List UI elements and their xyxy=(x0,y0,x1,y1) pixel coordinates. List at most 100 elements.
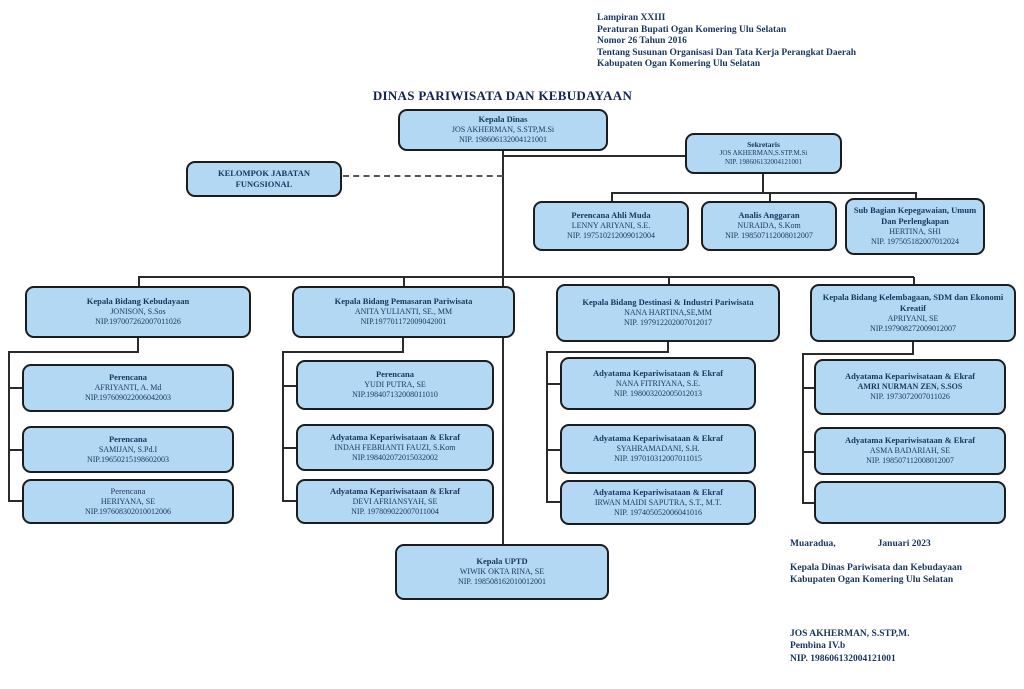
box-title: Kepala Bidang Kebudayaan xyxy=(86,296,190,307)
box-title: Adyatama Kepariwisataan & Ekraf xyxy=(592,433,724,444)
connector-line xyxy=(8,351,10,502)
org-box-perencana-heriyana: Perencana HERIYANA, SE NIP.1976083020100… xyxy=(22,479,234,524)
org-box-perencana-ahli-muda: Perencana Ahli Muda LENNY ARIYANI, S.E. … xyxy=(533,201,689,251)
org-box-analis-anggaran: Analis Anggaran NURAIDA, S.Kom NIP. 1985… xyxy=(701,201,837,251)
connector-line xyxy=(403,277,405,287)
box-nip: NIP.198407132008011010 xyxy=(352,390,438,400)
box-name: LENNY ARIYANI, S.E. xyxy=(571,221,651,231)
connector-line xyxy=(611,192,613,202)
box-name: SYAHRAMADANI, S.H. xyxy=(616,444,700,454)
signature-name: JOS AKHERMAN, S.STP,M. xyxy=(790,629,910,639)
org-box-empty xyxy=(814,481,1006,524)
connector-line xyxy=(282,351,284,501)
box-nip: NIP.197609022006042003 xyxy=(84,393,171,403)
page-title: DINAS PARIWISATA DAN KEBUDAYAAN xyxy=(372,88,633,103)
connector-line xyxy=(667,342,669,353)
header-line: Peraturan Bupati Ogan Komering Ulu Selat… xyxy=(597,24,787,35)
box-name: WIWIK OKTA RINA, SE xyxy=(459,567,545,577)
signature-nip: NIP. 198606132004121001 xyxy=(790,653,896,664)
box-nip: NIP.197908272009012007 xyxy=(869,323,956,333)
box-title: KELOMPOK JABATAN FUNGSIONAL xyxy=(217,168,310,189)
box-nip: NIP. 197405052006041016 xyxy=(613,507,702,517)
box-title: Sekretaris xyxy=(747,139,780,149)
signature-rank: Pembina IV.b xyxy=(790,641,846,652)
header-line: Nomor 26 Tahun 2016 xyxy=(597,36,687,47)
connector-line-dashed xyxy=(343,175,503,177)
signature-org-line: Kabupaten Ogan Komering Ulu Selatan xyxy=(790,575,954,586)
box-title: Adyatama Kepariwisataan & Ekraf xyxy=(329,485,461,496)
box-title: Kepala Bidang Pemasaran Pariwisata xyxy=(334,296,473,307)
signature-place: Muaradua, xyxy=(790,539,836,549)
box-name: JOS AKHERMAN, S.STP,M.Si xyxy=(451,125,555,135)
org-box-adyatama-devi: Adyatama Kepariwisataan & Ekraf DEVI AFR… xyxy=(296,479,494,524)
box-nip: NIP.198402072015032002 xyxy=(351,452,438,462)
box-name: DEVI AFRIANSYAH, SE xyxy=(352,496,438,506)
connector-line xyxy=(611,192,916,194)
connector-line xyxy=(802,451,815,453)
box-title: Kepala Dinas xyxy=(478,114,528,125)
org-box-sekretaris: Sekretaris JOS AKHERMAN,S.STP.M.Si NIP. … xyxy=(685,133,842,174)
box-nip: NIP. 197010312007011015 xyxy=(614,454,702,464)
box-nip: NIP. 198507112008012007 xyxy=(725,231,813,241)
org-box-kepala-uptd: Kepala UPTD WIWIK OKTA RINA, SE NIP. 198… xyxy=(395,544,609,600)
connector-line xyxy=(546,351,548,503)
connector-line xyxy=(915,192,917,199)
box-name: JOS AKHERMAN,S.STP.M.Si xyxy=(719,149,808,158)
box-title: Perencana xyxy=(375,369,415,380)
box-title: Adyatama Kepariwisataan & Ekraf xyxy=(592,367,724,378)
connector-line xyxy=(668,277,670,285)
box-nip: NIP. 197809022007011004 xyxy=(351,506,439,516)
box-title: Perencana Ahli Muda xyxy=(571,210,651,221)
signature-org: Kepala Dinas Pariwisata dan Kebudayaan K… xyxy=(790,562,962,587)
connector-line xyxy=(8,387,23,389)
box-title: Kepala UPTD xyxy=(476,556,528,567)
box-title: Adyatama Kepariwisataan & Ekraf xyxy=(592,486,724,497)
box-nip: NIP. 198003202005012013 xyxy=(613,388,702,398)
box-title: Perencana xyxy=(110,485,146,496)
connector-line xyxy=(138,277,140,287)
connector-line xyxy=(282,500,297,502)
box-title: Adyatama Kepariwisataan & Ekraf xyxy=(844,371,976,382)
org-box-bidang-kebudayaan: Kepala Bidang Kebudayaan JONISON, S.Sos … xyxy=(25,286,251,338)
box-name: IRWAN MAIDI SAPUTRA, S.T., M.T. xyxy=(594,497,722,507)
box-name: SAMIJAN, S.Pd.I xyxy=(98,444,158,454)
box-name: INDAH FEBRIANTI FAUZI, S.Kom xyxy=(334,442,456,452)
box-nip: NIP. 198508162010012001 xyxy=(457,577,546,587)
box-nip: NIP. 198606132004121001 xyxy=(724,158,802,167)
connector-line xyxy=(802,353,914,355)
box-name: JONISON, S.Sos xyxy=(110,307,166,317)
org-box-kelompok-jabatan-fungsional: KELOMPOK JABATAN FUNGSIONAL xyxy=(186,161,342,197)
box-name: HERIYANA, SE xyxy=(100,496,156,506)
org-box-bidang-destinasi: Kepala Bidang Destinasi & Industri Pariw… xyxy=(556,284,780,342)
org-box-adyatama-asma: Adyatama Kepariwisataan & Ekraf ASMA BAD… xyxy=(814,427,1006,475)
org-box-perencana-yudi-putra: Perencana YUDI PUTRA, SE NIP.19840713200… xyxy=(296,360,494,410)
box-title: Adyatama Kepariwisataan & Ekraf xyxy=(844,435,976,446)
connector-line xyxy=(913,277,915,285)
org-box-bidang-kelembagaan: Kepala Bidang Kelembagaan, SDM dan Ekono… xyxy=(810,284,1016,342)
box-title: Kepala Bidang Kelembagaan, SDM dan Ekono… xyxy=(822,291,1004,313)
box-name: YUDI PUTRA, SE xyxy=(364,380,426,390)
org-box-kepala-dinas: Kepala Dinas JOS AKHERMAN, S.STP,M.Si NI… xyxy=(398,109,608,151)
document-header: Lampiran XXIII Peraturan Bupati Ogan Kom… xyxy=(597,13,947,71)
connector-line xyxy=(8,449,23,451)
box-title: Perencana xyxy=(108,433,148,444)
box-nip: NIP. 197912202007012017 xyxy=(623,318,712,328)
connector-line xyxy=(8,351,139,353)
signature-place-date: Muaradua, Januari 2023 xyxy=(790,538,931,550)
box-title: Kepala Bidang Destinasi & Industri Pariw… xyxy=(582,297,754,308)
box-nip: NIP. 198606132004121001 xyxy=(458,135,547,145)
org-box-adyatama-amri: Adyatama Kepariwisataan & Ekraf AMRI NUR… xyxy=(814,359,1006,415)
signature-org-line: Kepala Dinas Pariwisata dan Kebudayaan xyxy=(790,563,963,573)
box-nip: NIP. 1973072007011026 xyxy=(870,392,950,402)
box-name: NANA FITRIYANA, S.E. xyxy=(615,378,701,388)
signature-officer: JOS AKHERMAN, S.STP,M. Pembina IV.b NIP.… xyxy=(790,628,909,665)
box-title: Sub Bagian Kepegawaian, Umum Dan Perleng… xyxy=(853,205,977,227)
box-nip: NIP. 197510212009012004 xyxy=(566,231,655,241)
org-box-bidang-pemasaran: Kepala Bidang Pemasaran Pariwisata ANITA… xyxy=(292,286,515,338)
connector-line xyxy=(546,449,561,451)
connector-line xyxy=(546,501,561,503)
box-nip: NIP. 197505182007012024 xyxy=(870,237,959,247)
org-box-adyatama-indah: Adyatama Kepariwisataan & Ekraf INDAH FE… xyxy=(296,424,494,471)
connector-line xyxy=(546,383,561,385)
